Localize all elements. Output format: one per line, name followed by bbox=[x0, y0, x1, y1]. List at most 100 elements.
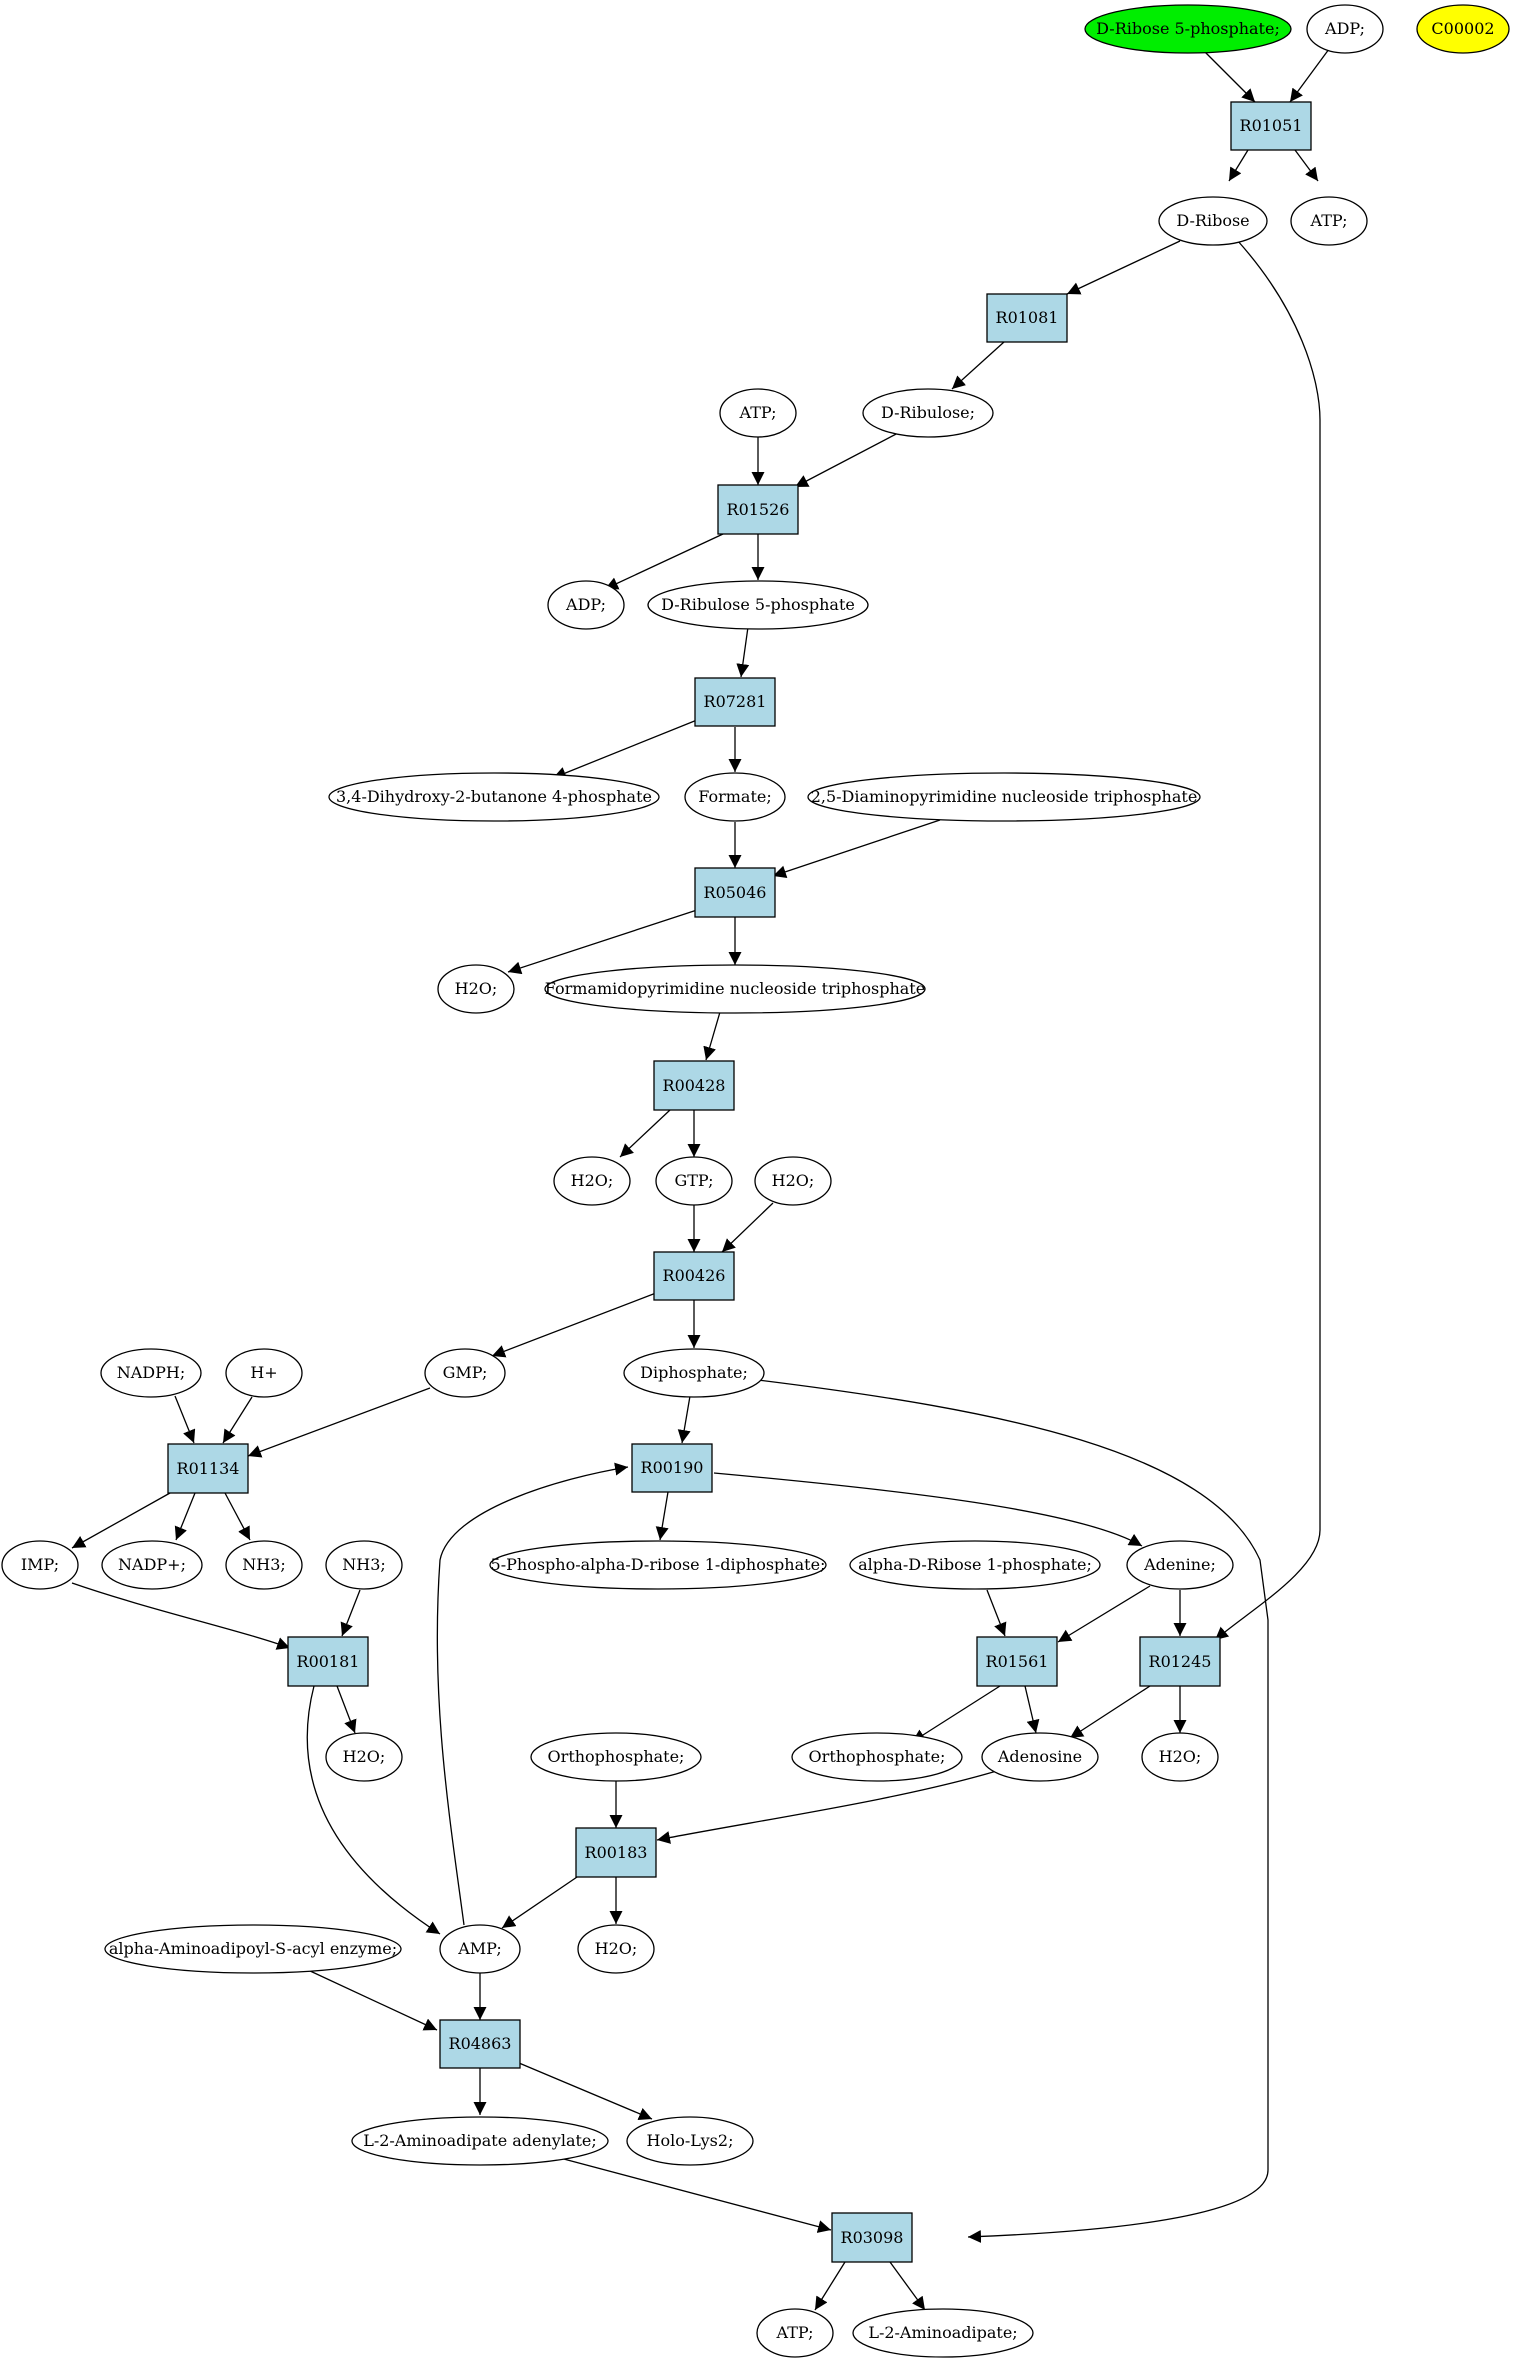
compound-node-atp[interactable]: ATP; bbox=[1290, 196, 1368, 246]
compound-label: H2O; bbox=[595, 1939, 638, 1958]
compound-node-prpp[interactable]: 5-Phospho-alpha-D-ribose 1-diphosphate; bbox=[489, 1540, 827, 1590]
compound-node-h2o[interactable]: H2O; bbox=[577, 1924, 655, 1974]
compound-node-holo-lys2[interactable]: Holo-Lys2; bbox=[626, 2116, 754, 2166]
compound-node-d-ribose[interactable]: D-Ribose bbox=[1158, 196, 1268, 246]
compound-node-formate[interactable]: Formate; bbox=[684, 772, 786, 822]
reaction-label: R00183 bbox=[585, 1843, 648, 1862]
reaction-node-r00181[interactable]: R00181 bbox=[287, 1636, 369, 1687]
compound-label: NH3; bbox=[342, 1555, 386, 1574]
compound-label: H2O; bbox=[455, 979, 498, 998]
edge-r01081-dribulose bbox=[951, 341, 1005, 390]
reaction-label: R03098 bbox=[841, 2228, 904, 2247]
reaction-label: R01526 bbox=[727, 500, 790, 519]
compound-label: GMP; bbox=[443, 1363, 488, 1382]
compound-node-amp[interactable]: AMP; bbox=[439, 1924, 521, 1974]
compound-label: NH3; bbox=[242, 1555, 286, 1574]
edge-r00190-adenine bbox=[713, 1472, 1143, 1547]
reaction-node-r00183[interactable]: R00183 bbox=[575, 1827, 657, 1878]
compound-node-h2o[interactable]: H2O; bbox=[325, 1732, 403, 1782]
compound-node-orthophosphate[interactable]: Orthophosphate; bbox=[530, 1732, 702, 1782]
compound-node-formamidopyrimidine-nucleoside-triphosphate[interactable]: Formamidopyrimidine nucleoside triphosph… bbox=[544, 964, 926, 1014]
compound-node-imp[interactable]: IMP; bbox=[1, 1540, 79, 1590]
compound-label: Orthophosphate; bbox=[548, 1747, 685, 1766]
reaction-node-r07281[interactable]: R07281 bbox=[694, 677, 776, 727]
compound-node-h2o[interactable]: H2O; bbox=[437, 964, 515, 1014]
edge-dapnt-r05046 bbox=[772, 819, 941, 879]
reaction-node-r03098[interactable]: R03098 bbox=[831, 2212, 913, 2263]
compound-label: alpha-D-Ribose 1-phosphate; bbox=[858, 1555, 1092, 1574]
compound-label: NADPH; bbox=[117, 1363, 186, 1382]
compound-node-d-ribulose[interactable]: D-Ribulose; bbox=[862, 388, 994, 438]
compound-node-atp[interactable]: ATP; bbox=[719, 388, 797, 438]
compound-label: Diphosphate; bbox=[640, 1363, 748, 1382]
reaction-node-r05046[interactable]: R05046 bbox=[694, 867, 776, 918]
compound-node-diphosphate[interactable]: Diphosphate; bbox=[623, 1348, 765, 1398]
compound-node-l-2-aminoadipate[interactable]: L-2-Aminoadipate; bbox=[852, 2308, 1034, 2358]
reaction-label: R01081 bbox=[996, 308, 1059, 327]
compound-node-gtp[interactable]: GTP; bbox=[655, 1156, 733, 1206]
compound-node-adenosine[interactable]: Adenosine bbox=[981, 1732, 1099, 1782]
reaction-nodes: R01051 R01081 R01526 R07281 R05046 R0042… bbox=[167, 101, 1312, 2263]
edge-r00183-amp bbox=[501, 1874, 581, 1929]
compound-node-adenine[interactable]: Adenine; bbox=[1126, 1540, 1234, 1590]
edge-r01051-atp1 bbox=[1294, 149, 1319, 182]
compound-label: ATP; bbox=[1310, 211, 1348, 230]
edge-r00190-prpp bbox=[655, 1491, 669, 1541]
reaction-label: R01245 bbox=[1149, 1652, 1212, 1671]
reaction-node-r01051[interactable]: R01051 bbox=[1230, 101, 1312, 151]
edge-dribose-r01245 bbox=[1214, 239, 1321, 1641]
compound-node-c00002[interactable]: C00002 bbox=[1416, 4, 1510, 54]
reaction-node-r01081[interactable]: R01081 bbox=[986, 293, 1068, 343]
edge-ribose5p-r01051 bbox=[1197, 44, 1256, 103]
compound-node-h2o[interactable]: H2O; bbox=[754, 1156, 832, 1206]
edge-r00426-gmp bbox=[491, 1292, 657, 1358]
reaction-node-r00426[interactable]: R00426 bbox=[653, 1251, 735, 1301]
compound-node-alpha-d-ribose-1-phosphate[interactable]: alpha-D-Ribose 1-phosphate; bbox=[849, 1540, 1101, 1590]
edge-adribose1p-r01561 bbox=[986, 1589, 1007, 1637]
compound-node-nh3[interactable]: NH3; bbox=[325, 1540, 403, 1590]
compound-node-adp[interactable]: ADP; bbox=[1306, 4, 1384, 54]
compound-node-h2o[interactable]: H2O; bbox=[553, 1156, 631, 1206]
compound-node-d-ribose-5-phosphate[interactable]: D-Ribose 5-phosphate; bbox=[1084, 4, 1292, 54]
compound-node-nh3[interactable]: NH3; bbox=[225, 1540, 303, 1590]
compound-node-adp[interactable]: ADP; bbox=[547, 580, 625, 630]
reaction-node-r00190[interactable]: R00190 bbox=[631, 1443, 713, 1493]
compound-node-h-plus[interactable]: H+ bbox=[225, 1348, 303, 1398]
compound-label: D-Ribose 5-phosphate; bbox=[1096, 19, 1280, 38]
compound-label: ADP; bbox=[1324, 19, 1365, 38]
reaction-label: R05046 bbox=[704, 883, 767, 902]
reaction-label: R00426 bbox=[663, 1266, 726, 1285]
reaction-node-r01245[interactable]: R01245 bbox=[1139, 1636, 1221, 1687]
edge-diphosphate-r03098 bbox=[757, 1379, 1269, 2243]
edge-r01561-adenosine bbox=[1024, 1685, 1040, 1734]
compound-node-nadph[interactable]: NADPH; bbox=[100, 1348, 202, 1398]
edge-r01134-nadpplus bbox=[174, 1492, 196, 1541]
edge-gmp-r01134 bbox=[247, 1387, 431, 1458]
reaction-node-r01526[interactable]: R01526 bbox=[717, 484, 799, 535]
compound-node-l-2-aminoadipate-adenylate[interactable]: L-2-Aminoadipate adenylate; bbox=[351, 2116, 609, 2166]
compound-label: ATP; bbox=[739, 403, 777, 422]
reaction-node-r04863[interactable]: R04863 bbox=[439, 2019, 521, 2069]
compound-node-diaminopyrimidine-nucleoside-triphosphate[interactable]: 2,5-Diaminopyrimidine nucleoside triphos… bbox=[807, 772, 1201, 822]
compound-node-gmp[interactable]: GMP; bbox=[424, 1348, 506, 1398]
reaction-node-r00428[interactable]: R00428 bbox=[653, 1060, 735, 1111]
compound-node-dihydroxy-butanone-phosphate[interactable]: 3,4-Dihydroxy-2-butanone 4-phosphate bbox=[328, 772, 660, 822]
reaction-node-r01561[interactable]: R01561 bbox=[976, 1636, 1058, 1687]
edge-adenosine-r00183 bbox=[656, 1769, 1001, 1844]
reaction-node-r01134[interactable]: R01134 bbox=[167, 1443, 249, 1494]
compound-node-atp[interactable]: ATP; bbox=[756, 2308, 834, 2358]
compound-node-alpha-aminoadipoyl-s-acyl-enzyme[interactable]: alpha-Aminoadipoyl-S-acyl enzyme; bbox=[104, 1924, 402, 1974]
compound-label: H+ bbox=[250, 1363, 277, 1382]
edge-amp-r00190 bbox=[436, 1462, 629, 1926]
reaction-label: R00181 bbox=[297, 1652, 360, 1671]
compound-node-orthophosphate[interactable]: Orthophosphate; bbox=[791, 1732, 963, 1782]
edge-r03098-l2aa bbox=[889, 2261, 926, 2311]
compound-label: H2O; bbox=[571, 1171, 614, 1190]
compound-label: D-Ribulose; bbox=[881, 403, 975, 422]
compound-node-nadp-plus[interactable]: NADP+; bbox=[101, 1540, 203, 1590]
compound-label: AMP; bbox=[457, 1939, 502, 1958]
compound-node-d-ribulose-5-phosphate[interactable]: D-Ribulose 5-phosphate bbox=[647, 580, 869, 630]
compound-label: D-Ribose bbox=[1176, 211, 1249, 230]
compound-node-h2o[interactable]: H2O; bbox=[1141, 1732, 1219, 1782]
